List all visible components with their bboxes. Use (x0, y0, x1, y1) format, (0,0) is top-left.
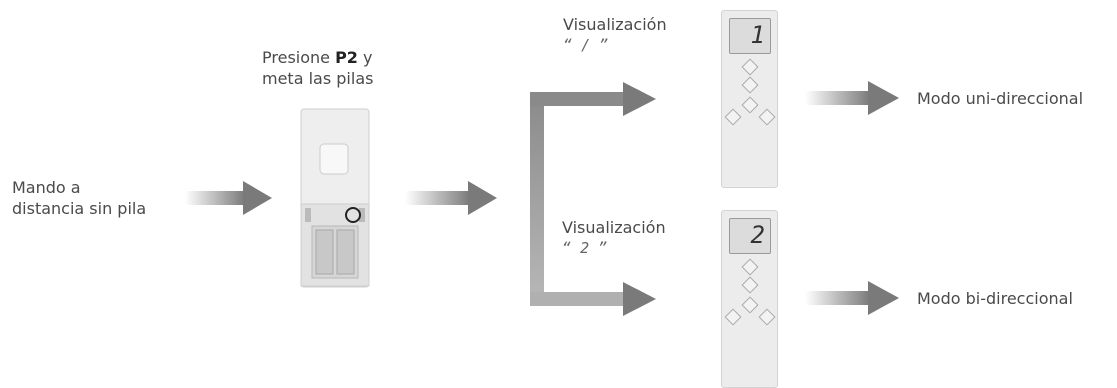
right-key-icon (758, 108, 776, 126)
display-label-top: Visualización “ / ” (563, 15, 667, 54)
down-key-icon (741, 96, 759, 114)
p2-key-label: P2 (335, 48, 358, 67)
remote-display-1: 1 (721, 10, 778, 188)
remote-without-battery-label: Mando a distancia sin pila (12, 177, 146, 219)
display-label-bottom: Visualización “ 2 ” (562, 218, 666, 257)
arrow-to-bi (805, 281, 899, 315)
arrow-to-split (405, 181, 497, 215)
mode-bi-label: Modo bi-direccional (917, 289, 1073, 308)
open-remote-battery-view (300, 108, 370, 288)
text-line: distancia sin pila (12, 199, 147, 218)
left-key-icon (724, 108, 742, 126)
p2-button-highlight (345, 207, 361, 223)
up-key-icon (741, 58, 759, 76)
stop-key-icon (741, 76, 759, 94)
arrow-to-uni (805, 81, 899, 115)
right-key-icon (758, 308, 776, 326)
stop-key-icon (741, 276, 759, 294)
quote-digit-bottom: 2 (580, 239, 590, 257)
left-key-icon (724, 308, 742, 326)
lcd-screen-bottom: 2 (729, 218, 771, 254)
mode-uni-label: Modo uni-direccional (917, 89, 1084, 108)
lcd-screen-top: 1 (729, 18, 771, 54)
press-instruction: Presione P2 y meta las pilas (262, 48, 374, 88)
down-key-icon (741, 296, 759, 314)
up-key-icon (741, 258, 759, 276)
remote-display-2: 2 (721, 210, 778, 388)
text-line: Mando a (12, 178, 81, 197)
split-connector (530, 82, 656, 316)
quote-digit-top: / (581, 36, 591, 54)
arrow-to-remote (185, 181, 272, 215)
